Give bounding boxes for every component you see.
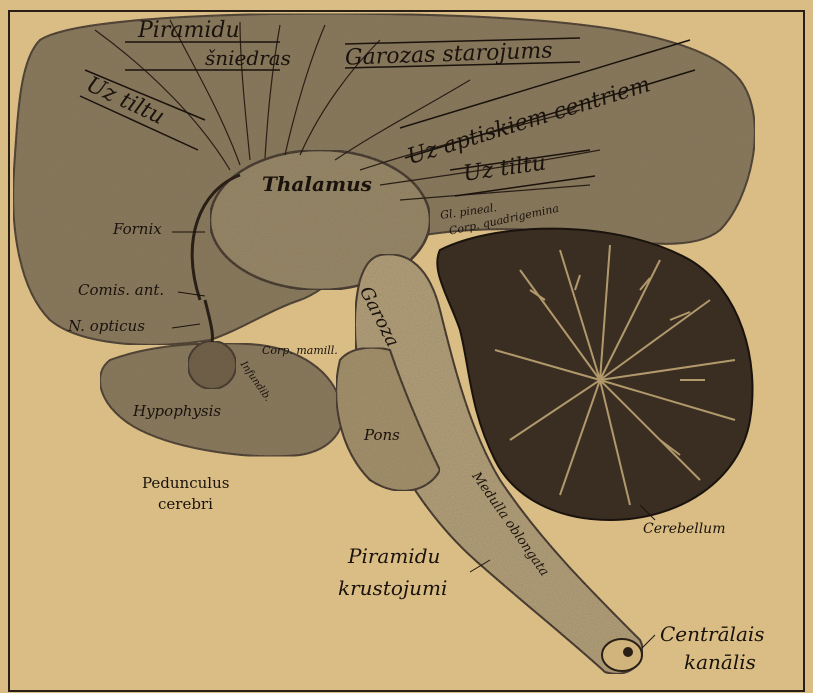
label-comis-ant: Comis. ant. — [78, 283, 164, 298]
label-centralais-kanalis-2: kanālis — [684, 652, 756, 672]
label-piramidu-krustojums-2: krustojumi — [338, 578, 447, 598]
label-centralais-kanalis: Centrālais — [660, 624, 765, 644]
label-piramidu-sniedras: Piramidu — [138, 20, 240, 42]
label-thalamus: Thalamus — [262, 174, 372, 194]
label-n-opticus: N. opticus — [68, 319, 145, 334]
label-cerebellum: Cerebellum — [643, 522, 725, 536]
label-pedunculus-2: cerebri — [158, 497, 213, 512]
label-fornix: Fornix — [113, 222, 162, 237]
label-pedunculus: Pedunculus — [142, 476, 229, 491]
label-piramidu-sniedras-2: šniedras — [205, 48, 291, 68]
label-hypophysis: Hypophysis — [133, 404, 221, 419]
central-canal-shape — [602, 639, 642, 671]
label-piramidu-sniedras-line1: Piramidu — [138, 18, 240, 43]
label-piramidu-krustojums: Piramidu — [348, 546, 440, 566]
hypophysis-shape — [188, 341, 236, 389]
label-corp-mamill: Corp. mamill. — [262, 345, 338, 356]
label-pons: Pons — [364, 428, 400, 443]
